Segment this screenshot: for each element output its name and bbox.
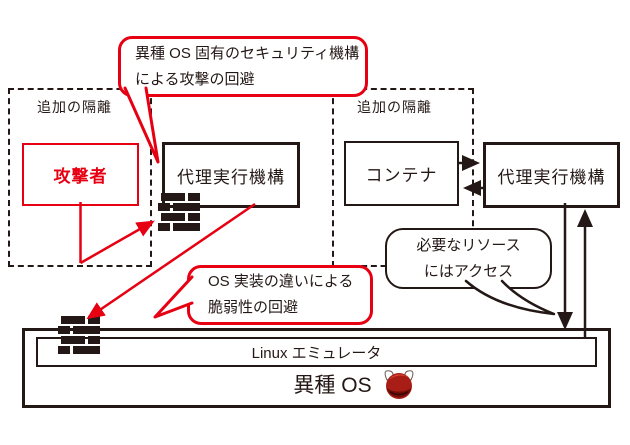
attacker-isolation-zone [8,88,152,267]
security-callout-bubble: 異種 OS 固有のセキュリティ機構 による攻撃の回避 [118,36,368,97]
freebsd-daemon-icon [384,369,414,399]
proxy-exec-right-label: 代理実行機構 [497,167,606,187]
vulnerability-callout-line2: 脆弱性の回避 [208,299,299,316]
heterogeneous-os-label: 異種 OS [293,374,372,397]
vulnerability-callout-bubble: OS 実装の違いによる 脆弱性の回避 [187,265,373,325]
security-callout-line2: による攻撃の回避 [135,70,255,88]
linux-emulator-box: Linux エミュレータ [36,337,597,367]
heterogeneous-os-label-row: 異種 OS [22,366,608,402]
container-box: コンテナ [344,141,459,206]
vulnerability-callout-line1: OS 実装の違いによる [208,273,354,290]
attacker-label: 攻撃者 [53,167,108,186]
proxy-exec-left-label: 代理実行機構 [177,167,285,187]
container-label: コンテナ [365,166,438,185]
proxy-exec-left-box: 代理実行機構 [162,142,300,208]
attacker-zone-label: 追加の隔離 [37,99,112,115]
security-callout-line1: 異種 OS 固有のセキュリティ機構 [135,44,360,62]
attacker-box: 攻撃者 [22,143,139,206]
proxy-exec-right-box: 代理実行機構 [483,142,620,208]
linux-emulator-label: Linux エミュレータ [251,344,382,362]
container-zone-label: 追加の隔離 [357,99,432,115]
resource-callout-line2: にはアクセス [423,262,514,280]
resource-callout-line1: 必要なリソース [416,236,521,254]
resource-callout-bubble: 必要なリソース にはアクセス [385,228,552,289]
